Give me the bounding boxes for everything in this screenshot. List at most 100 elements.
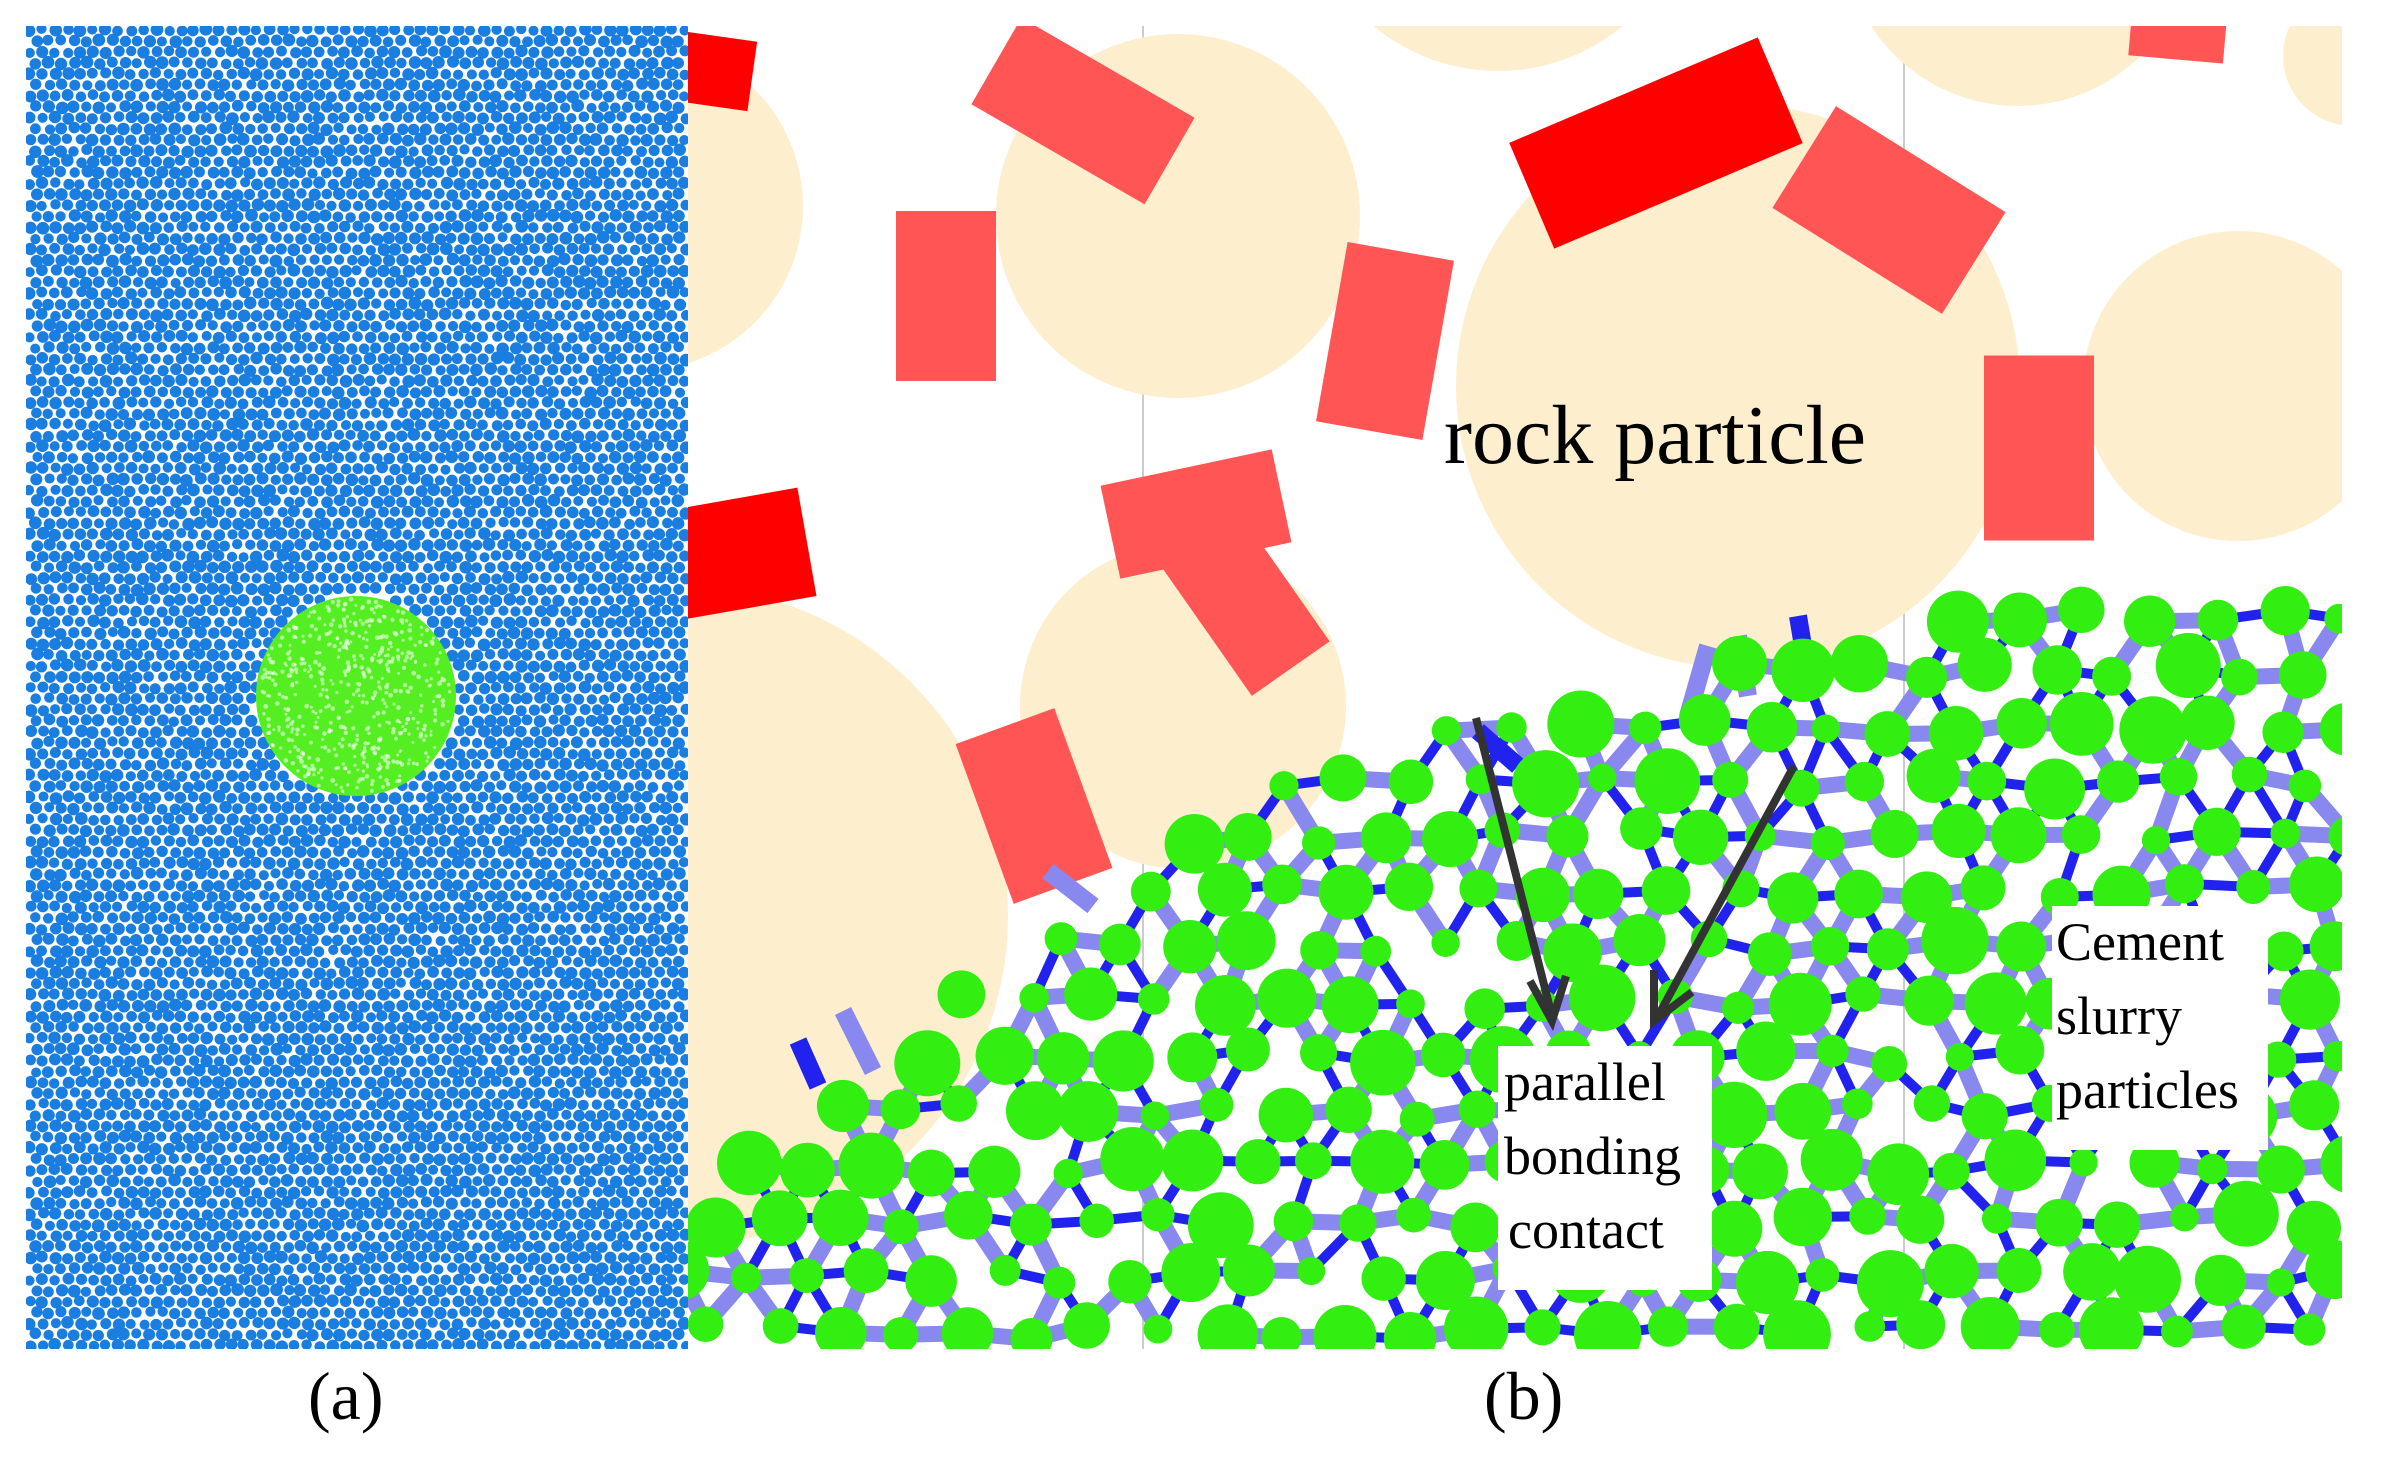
matrix-particle — [553, 46, 565, 57]
matrix-particle — [256, 539, 269, 551]
matrix-particle — [566, 835, 579, 848]
matrix-particle — [226, 661, 237, 672]
matrix-particle — [378, 221, 389, 232]
matrix-particle — [244, 57, 256, 68]
matrix-particle — [546, 144, 558, 156]
matrix-particle — [143, 671, 154, 682]
matrix-particle — [396, 452, 409, 464]
matrix-particle — [421, 934, 432, 946]
matrix-particle — [678, 1097, 688, 1110]
matrix-particle — [182, 517, 195, 531]
matrix-particle — [243, 823, 256, 836]
matrix-particle — [124, 485, 136, 498]
matrix-particle — [150, 945, 161, 956]
matrix-particle — [426, 242, 440, 256]
matrix-particle — [515, 484, 527, 497]
matrix-particle — [516, 923, 529, 936]
matrix-particle — [520, 1042, 533, 1054]
matrix-particle — [263, 813, 274, 824]
matrix-particle — [194, 559, 207, 573]
matrix-particle — [176, 442, 187, 453]
matrix-particle — [465, 659, 477, 671]
matrix-particle — [526, 462, 540, 476]
matrix-particle — [376, 1010, 388, 1022]
matrix-particle — [269, 254, 283, 268]
matrix-particle — [49, 746, 61, 759]
matrix-particle — [388, 924, 401, 936]
matrix-particle — [138, 463, 149, 474]
matrix-particle — [151, 1053, 163, 1066]
matrix-particle — [93, 297, 105, 310]
matrix-particle — [99, 966, 111, 979]
matrix-particle — [161, 418, 174, 431]
matrix-particle — [156, 824, 168, 836]
matrix-particle — [44, 757, 56, 769]
matrix-particle — [105, 758, 117, 770]
matrix-particle — [572, 275, 586, 288]
matrix-particle — [67, 474, 79, 486]
matrix-particle — [484, 385, 497, 398]
matrix-particle — [219, 935, 231, 946]
matrix-particle — [276, 791, 287, 803]
matrix-particle — [586, 935, 597, 946]
matrix-particle — [464, 26, 476, 36]
matrix-particle — [470, 582, 483, 594]
matrix-particle — [231, 1110, 242, 1121]
matrix-particle — [509, 255, 521, 266]
matrix-particle — [42, 932, 55, 945]
matrix-particle — [275, 331, 287, 343]
matrix-particle — [76, 682, 87, 693]
matrix-particle — [357, 123, 369, 135]
matrix-particle — [420, 36, 432, 48]
matrix-particle — [68, 582, 79, 594]
matrix-particle — [87, 243, 98, 254]
matrix-particle — [55, 101, 69, 115]
matrix-particle — [163, 615, 174, 626]
matrix-particle — [276, 376, 287, 388]
matrix-particle — [29, 823, 41, 835]
matrix-particle — [421, 1066, 434, 1079]
matrix-particle — [446, 1043, 459, 1056]
matrix-particle — [364, 966, 376, 978]
matrix-particle — [440, 331, 452, 344]
matrix-particle — [358, 343, 370, 355]
matrix-particle — [138, 68, 149, 80]
matrix-particle — [334, 957, 346, 969]
matrix-particle — [540, 989, 553, 1002]
matrix-particle — [445, 297, 459, 310]
matrix-particle — [156, 757, 170, 770]
matrix-particle — [43, 780, 56, 793]
matrix-particle — [36, 945, 47, 957]
matrix-particle — [624, 124, 635, 135]
matrix-particle — [99, 527, 113, 541]
matrix-particle — [615, 615, 628, 628]
matrix-particle — [301, 570, 314, 584]
matrix-particle — [421, 144, 434, 157]
matrix-particle — [143, 320, 155, 331]
matrix-particle — [378, 551, 389, 562]
matrix-particle — [80, 406, 93, 419]
matrix-particle — [415, 856, 427, 868]
matrix-particle — [346, 386, 358, 398]
matrix-particle — [654, 134, 666, 146]
matrix-particle — [541, 549, 554, 561]
matrix-particle — [277, 900, 289, 912]
matrix-particle — [36, 439, 49, 452]
matrix-particle — [502, 703, 514, 716]
matrix-particle — [394, 517, 407, 529]
matrix-particle — [29, 801, 43, 815]
matrix-particle — [414, 201, 425, 212]
matrix-particle — [257, 803, 268, 814]
matrix-particle — [225, 199, 239, 213]
matrix-particle — [314, 463, 327, 476]
matrix-particle — [352, 331, 363, 342]
matrix-particle — [245, 934, 258, 947]
matrix-particle — [195, 539, 207, 550]
matrix-particle — [339, 484, 353, 498]
matrix-particle — [282, 1065, 295, 1078]
matrix-particle — [302, 353, 313, 364]
matrix-particle — [168, 319, 180, 331]
matrix-particle — [652, 877, 666, 891]
matrix-particle — [602, 1032, 615, 1046]
matrix-particle — [496, 78, 508, 90]
